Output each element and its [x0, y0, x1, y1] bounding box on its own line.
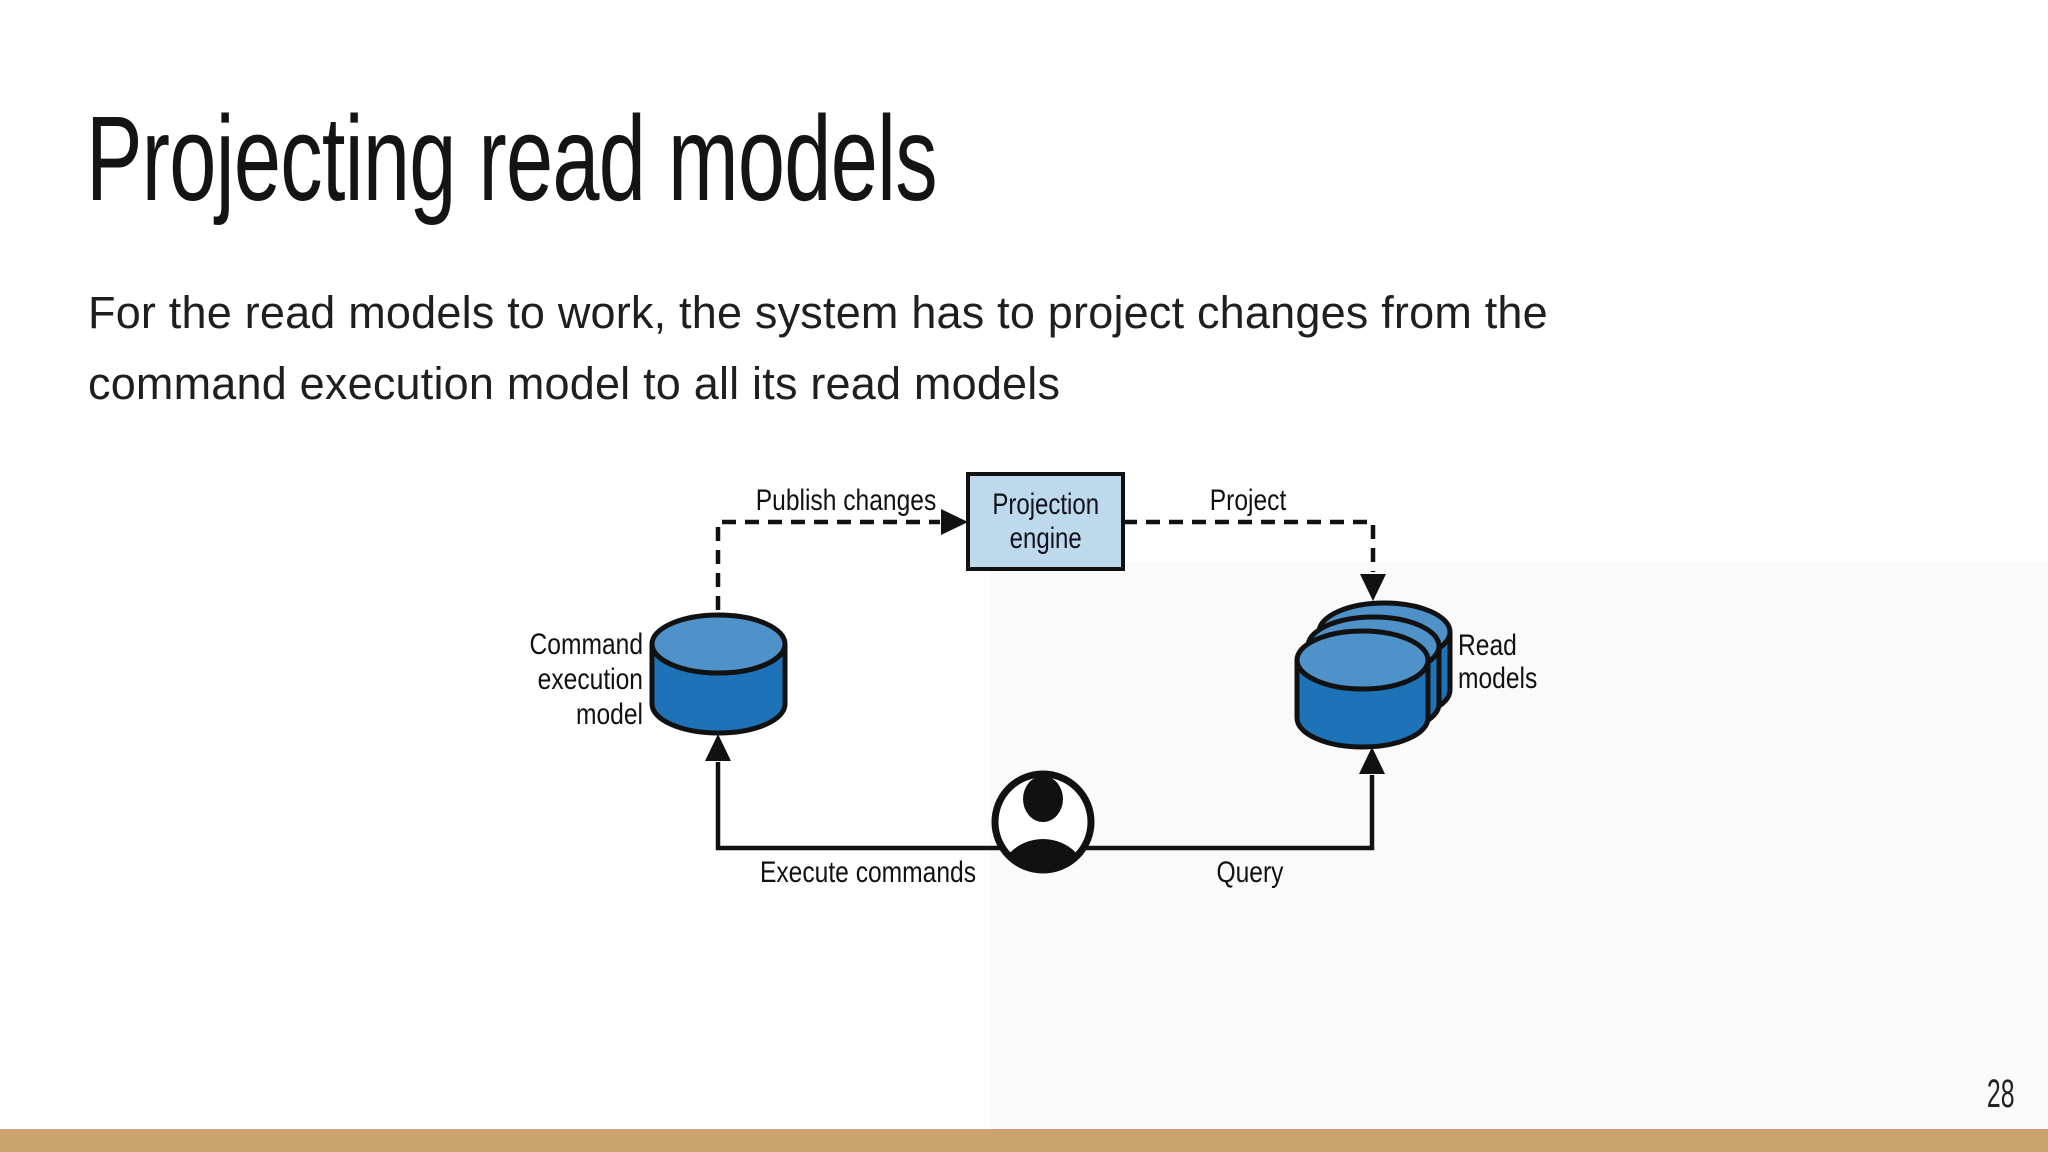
read-models-label: Read models — [1458, 629, 1538, 695]
command-execution-model-label: Command execution model — [529, 628, 643, 731]
read-models-cylinder-stack — [1294, 600, 1453, 750]
publish-changes-edge — [715, 509, 968, 610]
edge-label-query: Query — [1216, 856, 1284, 889]
publish-changes-line — [715, 519, 940, 610]
edge-label-publish-changes: Publish changes — [755, 484, 937, 517]
arrowhead — [1359, 747, 1385, 774]
user-icon — [991, 770, 1095, 874]
projection-engine-label-text: Projection engine — [992, 487, 1099, 555]
query-line — [1043, 775, 1375, 851]
arrowhead — [1360, 574, 1386, 601]
query-edge — [1043, 747, 1385, 851]
execute-commands-edge — [705, 734, 1043, 851]
page-number: 28 — [1986, 1072, 2014, 1116]
project-edge — [1123, 519, 1386, 601]
projection-engine-box — [966, 472, 1125, 571]
user-icon-head — [1023, 777, 1063, 822]
arrowhead — [705, 734, 731, 761]
arrowhead — [941, 509, 968, 535]
slide-title: Projecting read models — [86, 90, 938, 226]
slide-subtitle: For the read models to work, the system … — [88, 287, 1548, 409]
project-line — [1123, 519, 1376, 572]
user-icon-shoulders — [998, 839, 1088, 867]
footer-accent-bar — [0, 1129, 2048, 1152]
edge-label-project: Project — [1209, 484, 1287, 517]
database-cylinder-icon — [1294, 628, 1431, 750]
database-cylinder-top — [649, 612, 788, 676]
command-execution-model-cylinder — [649, 612, 788, 736]
edge-label-execute-commands: Execute commands — [759, 856, 977, 889]
projection-engine-label: Projection engine — [968, 474, 1123, 569]
execute-commands-line — [715, 762, 1043, 851]
